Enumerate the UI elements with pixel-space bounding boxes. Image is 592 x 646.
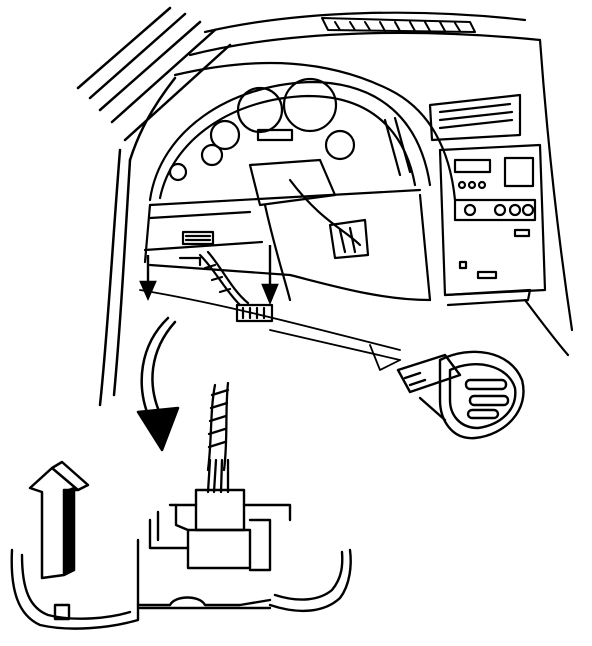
floor-lines [139, 289, 401, 371]
defrost-vent [321, 17, 476, 33]
right-dash-edge [523, 38, 574, 357]
a-pillar-trim [98, 76, 177, 407]
connector-bracket [136, 488, 292, 607]
dashboard-top [173, 11, 542, 202]
curved-arrow [136, 316, 180, 452]
wiring-harness [198, 250, 274, 323]
center-console [428, 93, 547, 307]
down-arrows [139, 245, 279, 306]
lower-dash-panel [143, 188, 432, 302]
windshield-pillar [76, 6, 232, 142]
instrument-cluster [148, 77, 432, 202]
removed-switch [396, 350, 525, 440]
up-arrow [28, 460, 90, 580]
steering-column [248, 158, 370, 302]
trim-panel [10, 548, 352, 630]
detail-harness [206, 381, 230, 494]
